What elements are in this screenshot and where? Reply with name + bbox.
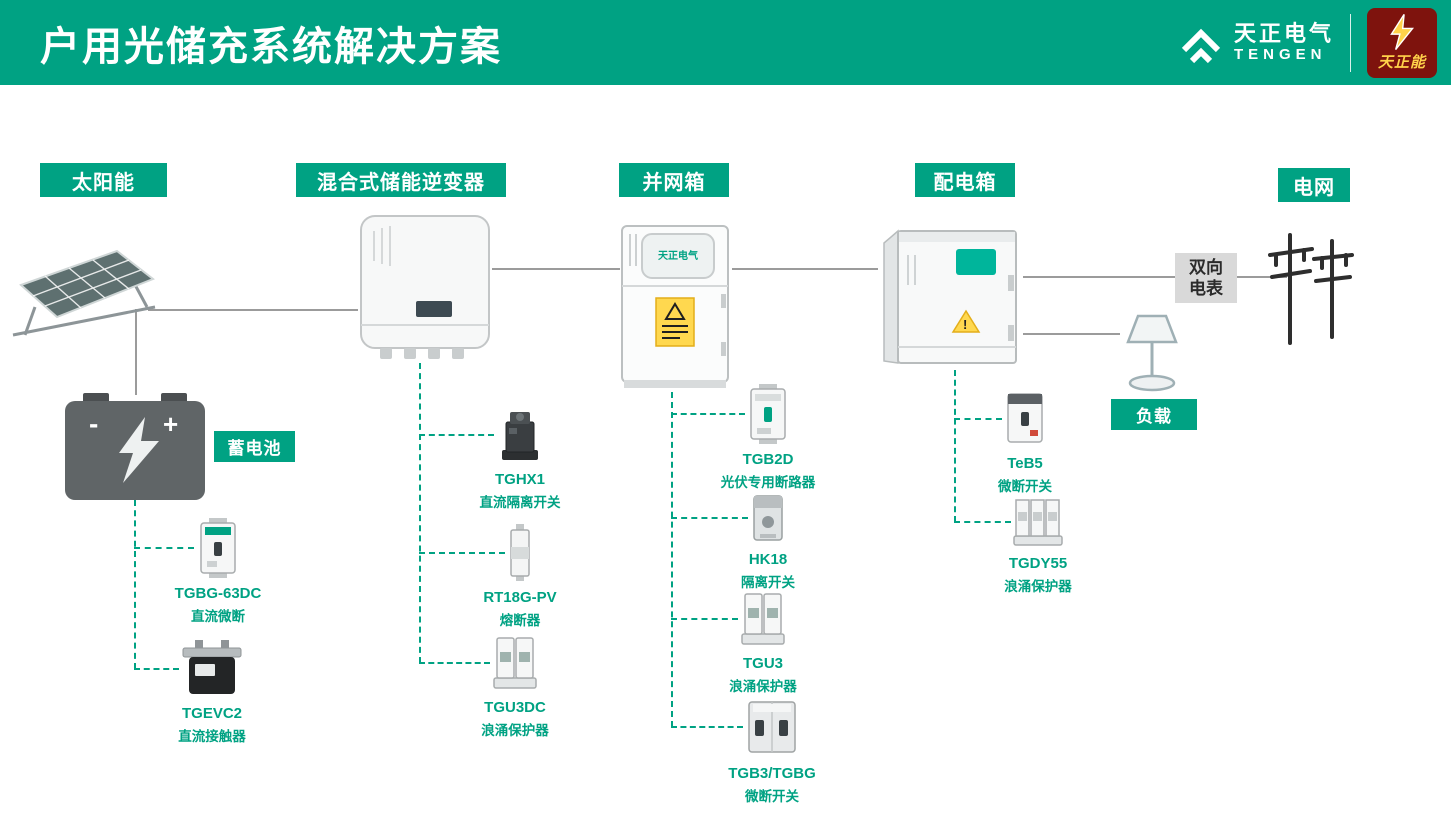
dashed-inverter-rt18g <box>419 552 505 554</box>
dashed-inverter-trunk <box>419 363 421 663</box>
brand-text: 天正电气 TENGEN <box>1233 20 1334 64</box>
component-teb5: TeB5 微断开关 <box>975 390 1075 495</box>
connector-solar-battery <box>135 309 137 395</box>
dashed-gridbox-tgb3 <box>671 726 743 728</box>
svg-text:!: ! <box>963 317 967 332</box>
surge-protector-icon <box>493 637 537 689</box>
dc-isolator-switch-icon <box>502 412 538 460</box>
solar-panel-illustration <box>5 245 160 345</box>
cabinet-brand-label: 天正电气 <box>658 251 698 262</box>
distribution-box-illustration: ! <box>878 215 1023 375</box>
lightning-mascot-icon <box>1390 14 1415 51</box>
surge-protector-3p-icon <box>1013 499 1063 546</box>
component-desc: 隔离开关 <box>741 575 795 590</box>
connector-meter-grid <box>1237 276 1287 278</box>
component-desc: 熔断器 <box>499 613 541 628</box>
component-name: TGDY55 <box>1008 555 1068 572</box>
bidirectional-meter: 双向 电表 <box>1175 253 1237 303</box>
dc-contactor-icon <box>182 640 242 694</box>
brand-name: 天正电气 <box>1233 20 1334 46</box>
isolator-switch-icon <box>753 495 783 541</box>
component-tgbg-63dc: TGBG-63DC 直流微断 <box>168 518 268 625</box>
node-label-inverter: 混合式储能逆变器 <box>296 163 506 197</box>
component-tgb3-tgbg: TGB3/TGBG 微断开关 <box>712 696 832 805</box>
page-title: 户用光储充系统解决方案 <box>40 24 502 69</box>
component-name: TGHX1 <box>494 471 545 488</box>
pv-breaker-icon <box>750 384 786 444</box>
component-name: TGB2D <box>742 451 794 468</box>
mini-breaker-icon <box>1007 393 1043 443</box>
component-tgu3: TGU3 浪涌保护器 <box>713 590 813 695</box>
header-bar: 户用光储充系统解决方案 天正电气 TENGEN 天正能 <box>0 0 1451 85</box>
dashed-distbox-teb5 <box>954 418 1002 420</box>
component-tgb2d: TGB2D 光伏专用断路器 <box>708 384 828 491</box>
dashed-inverter-tghx1 <box>419 434 494 436</box>
component-desc: 浪涌保护器 <box>481 723 549 738</box>
dashed-battery-trunk <box>134 500 136 669</box>
connector-distbox-load <box>1023 333 1120 335</box>
component-desc: 直流微断 <box>191 609 245 624</box>
connector-inverter-gridbox <box>492 268 620 270</box>
component-hk18: HK18 隔离开关 <box>718 492 818 591</box>
component-tgdy55: TGDY55 浪涌保护器 <box>988 496 1088 595</box>
component-desc: 浪涌保护器 <box>1004 579 1072 594</box>
tengen-logo-icon <box>1181 28 1221 63</box>
brand-block: 天正电气 TENGEN 天正能 <box>1178 7 1451 78</box>
header-divider <box>1350 13 1351 72</box>
connector-solar-inverter <box>148 309 358 311</box>
component-desc: 光伏专用断路器 <box>720 475 816 490</box>
emblem-badge: 天正能 <box>1367 7 1437 78</box>
component-tgevc2: TGEVC2 直流接触器 <box>162 640 262 745</box>
component-desc: 微断开关 <box>745 789 799 804</box>
meter-line2: 电表 <box>1189 279 1223 298</box>
dashed-gridbox-tgb2d <box>671 413 745 415</box>
node-label-grid-connection-box: 并网箱 <box>619 163 729 197</box>
component-name: RT18G-PV <box>483 589 557 606</box>
node-label-battery: 蓄电池 <box>214 431 295 462</box>
component-name: TGBG-63DC <box>174 585 262 602</box>
dashed-gridbox-trunk <box>671 392 673 727</box>
connector-distbox-meter <box>1023 276 1175 278</box>
dashed-battery-tgevc2 <box>134 668 179 670</box>
component-desc: 微断开关 <box>998 479 1052 494</box>
mcb-2pole-icon <box>748 701 796 753</box>
inverter-illustration <box>358 213 492 368</box>
dashed-gridbox-hk18 <box>671 517 748 519</box>
svg-text:-: - <box>89 408 98 439</box>
dashed-distbox-tgdy55 <box>954 521 1011 523</box>
component-name: HK18 <box>748 551 788 568</box>
svg-text:+: + <box>163 409 178 439</box>
grid-connection-box-illustration <box>620 222 732 397</box>
connector-gridbox-distbox <box>732 268 878 270</box>
dashed-distbox-trunk <box>954 370 956 522</box>
component-name: TGU3 <box>742 655 783 672</box>
load-lamp-illustration <box>1122 312 1182 399</box>
component-rt18g-pv: RT18G-PV 熔断器 <box>470 524 570 629</box>
dashed-inverter-tgu3dc <box>419 662 490 664</box>
surge-protector-icon <box>741 593 785 645</box>
component-desc: 浪涌保护器 <box>729 679 797 694</box>
component-name: TGEVC2 <box>181 705 242 722</box>
dashed-battery-tgbg <box>134 547 194 549</box>
battery-illustration: - + <box>65 393 205 505</box>
node-label-load: 负载 <box>1111 399 1197 430</box>
mcb-breaker-icon <box>200 518 236 578</box>
dashed-gridbox-tgu3 <box>671 618 738 620</box>
component-desc: 直流隔离开关 <box>479 495 561 510</box>
component-tgu3dc: TGU3DC 浪涌保护器 <box>465 634 565 739</box>
fuse-holder-icon <box>510 524 530 581</box>
emblem-label: 天正能 <box>1377 54 1426 71</box>
component-name: TGU3DC <box>484 699 546 716</box>
component-tghx1: TGHX1 直流隔离开关 <box>470 406 570 511</box>
component-name: TeB5 <box>1007 455 1043 472</box>
component-name: TGB3/TGBG <box>728 765 816 782</box>
brand-latin: TENGEN <box>1233 46 1327 64</box>
component-desc: 直流接触器 <box>178 729 246 744</box>
power-grid-illustration <box>1262 225 1357 355</box>
node-label-distribution-box: 配电箱 <box>915 163 1015 197</box>
node-label-power-grid: 电网 <box>1278 168 1350 202</box>
meter-line1: 双向 <box>1189 257 1223 277</box>
node-label-solar: 太阳能 <box>40 163 167 197</box>
